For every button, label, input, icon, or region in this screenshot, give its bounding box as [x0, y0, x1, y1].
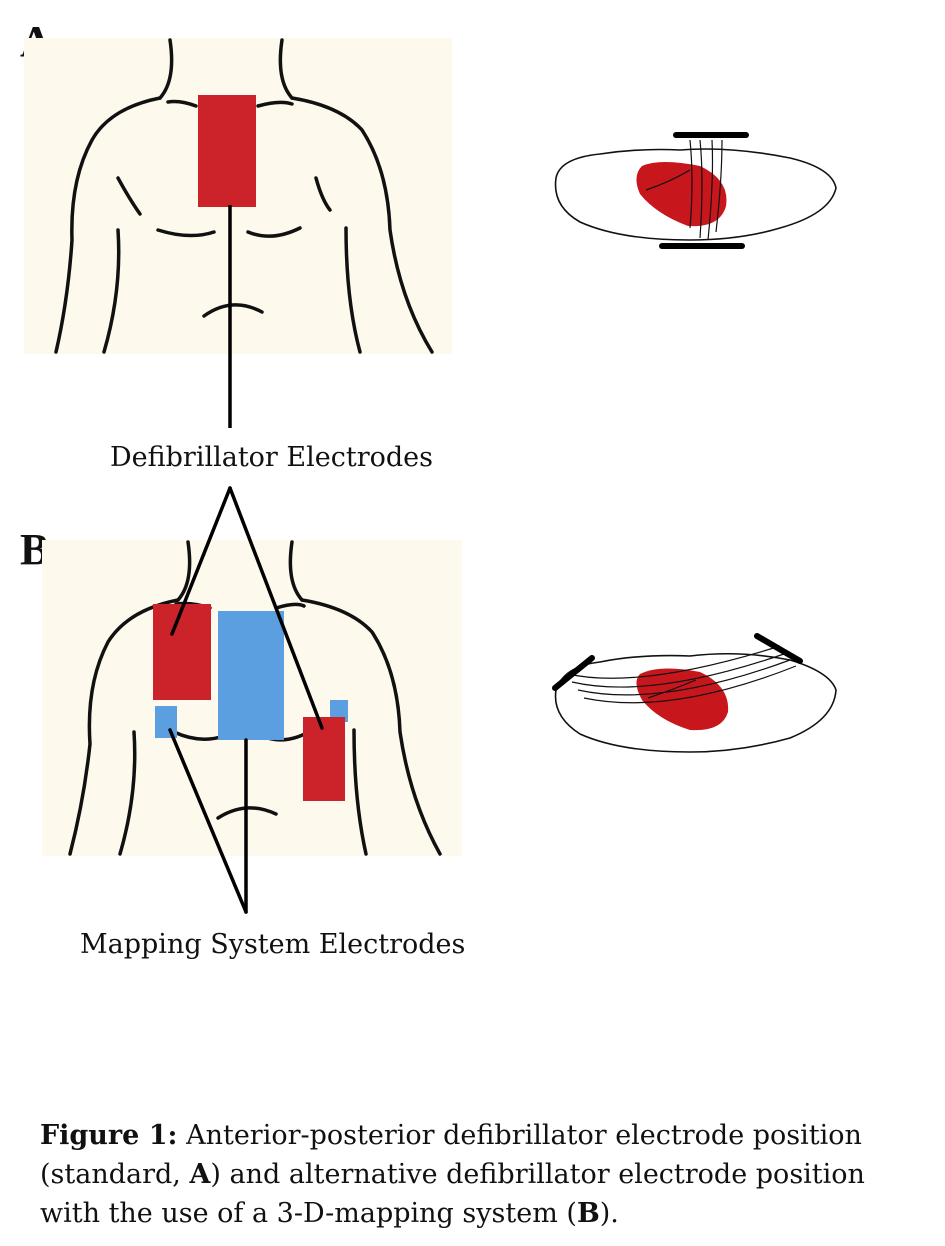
field-line-a-1 [689, 139, 693, 229]
mapping-pad-right [330, 700, 348, 722]
right-inner-arm-b [352, 728, 368, 856]
defibrillator-electrodes-label: Defibrillator Electrodes [110, 442, 433, 473]
field-line-b-4 [583, 665, 797, 704]
neck-left-line-a [158, 38, 174, 100]
caption-text-2: ) and alternative defibrillator electrod… [40, 1159, 865, 1229]
right-armpit-a [314, 176, 332, 212]
left-shoulder-arm-b [68, 598, 180, 856]
heart-a [636, 162, 727, 227]
caption-lead: Figure 1: [40, 1120, 178, 1151]
pointer-line-defib-lower [228, 486, 324, 730]
neck-right-line-a [278, 38, 294, 100]
pointer-line-mapping-left [168, 728, 248, 914]
right-pectoral-a [246, 226, 302, 238]
left-shoulder-arm-a [54, 96, 162, 354]
torso-b [42, 540, 462, 856]
left-collarbone-a [166, 99, 198, 108]
caption-ref-a: A [189, 1159, 211, 1190]
abdomen-curve-a [202, 303, 264, 318]
left-inner-arm-a [102, 228, 121, 354]
heart-b [636, 668, 729, 731]
defibrillator-paddle-b-left [552, 655, 595, 691]
field-line-b-2 [571, 653, 785, 688]
defibrillator-paddle-b-right [754, 633, 803, 664]
heart-line-b [647, 679, 697, 699]
mapping-pad-left [155, 706, 177, 738]
defibrillator-pad-b-lower [303, 717, 345, 801]
heart-line-a [645, 169, 691, 191]
caption-text-3: ). [599, 1198, 619, 1229]
field-line-a-2 [699, 139, 703, 239]
right-collarbone-b [274, 602, 306, 610]
left-inner-arm-b [118, 730, 137, 856]
chest-outline-b [554, 652, 837, 753]
neck-right-line-b [288, 540, 304, 602]
chest-outline-a [554, 148, 837, 241]
caption-ref-b: B [576, 1198, 600, 1229]
figure-caption: Figure 1: Anterior-posterior defibrillat… [40, 1116, 920, 1233]
left-armpit-a [116, 176, 142, 216]
right-collarbone-a [256, 100, 294, 108]
field-line-a-3 [707, 139, 714, 241]
cross-section-b [552, 633, 837, 753]
field-line-b-1 [567, 645, 781, 679]
right-shoulder-arm-a [290, 96, 434, 354]
caption-text-1: Anterior-posterior defibrillator electro… [40, 1120, 862, 1190]
left-pectoral-a [156, 228, 216, 238]
field-line-a-4 [715, 139, 723, 233]
torso-a [24, 38, 452, 354]
cross-section-a [554, 132, 837, 249]
field-line-b-3 [577, 659, 791, 696]
neck-left-line-b [176, 540, 192, 602]
right-shoulder-arm-b [300, 598, 442, 856]
mapping-system-electrodes-label: Mapping System Electrodes [80, 929, 466, 960]
mapping-pad-center [218, 611, 284, 740]
pointer-line-defib-upper [170, 486, 232, 636]
right-inner-arm-a [344, 226, 362, 354]
defibrillator-pad-a-anterior [198, 95, 256, 207]
defibrillator-pad-b-upper [153, 604, 211, 700]
